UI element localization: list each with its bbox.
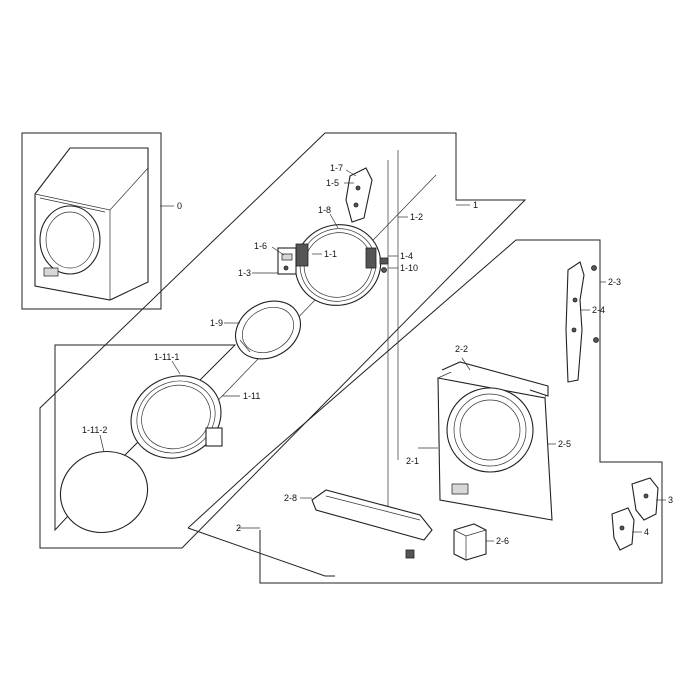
callout-0: 0 (177, 201, 182, 211)
washer-cabinet (34, 147, 149, 301)
callout-2-4: 2-4 (592, 305, 605, 315)
callout-1-4: 1-4 (400, 251, 413, 261)
callout-3: 3 (668, 495, 673, 505)
bracket-3 (631, 477, 659, 521)
door-cover-disc (59, 450, 149, 534)
box-0-outline (21, 132, 162, 310)
small-parts-1-4 (379, 257, 389, 273)
callout-1-10: 1-10 (400, 263, 418, 273)
small-nut (405, 549, 415, 559)
door-outer-ring (130, 375, 223, 459)
cover-block (453, 523, 487, 561)
callout-1-8: 1-8 (318, 205, 331, 215)
callout-2-3: 2-3 (608, 277, 621, 287)
callout-1-3: 1-3 (238, 268, 251, 278)
hinge-bracket (345, 167, 373, 223)
group-1-outline (39, 132, 527, 549)
callout-1-9: 1-9 (210, 318, 223, 328)
door-glass (235, 300, 301, 360)
callout-1-2: 1-2 (410, 212, 423, 222)
door-frame-ring (294, 224, 382, 306)
callout-2-6: 2-6 (496, 536, 509, 546)
callout-1-6: 1-6 (254, 241, 267, 251)
callout-1-11-1: 1-11-1 (154, 352, 179, 362)
callout-1-11-2: 1-11-2 (82, 425, 107, 435)
side-bracket (565, 261, 585, 383)
callout-1: 1 (473, 200, 478, 210)
bottom-bar (311, 489, 433, 541)
door-lock (277, 247, 297, 275)
callout-2: 2 (236, 523, 241, 533)
callout-2-2: 2-2 (455, 344, 468, 354)
callout-1-7: 1-7 (330, 163, 343, 173)
group-1-11-outline (54, 344, 237, 532)
callout-1-5: 1-5 (326, 178, 339, 188)
callout-2-8: 2-8 (284, 493, 297, 503)
bracket-4 (611, 507, 635, 551)
callout-2-1: 2-1 (406, 456, 419, 466)
front-panel (437, 367, 553, 521)
callout-2-5: 2-5 (558, 439, 571, 449)
group-2-inner-line (187, 527, 335, 577)
callout-labels: 0 1 1-2 1-3 1-4 1-5 1-6 1-7 1-8 1-9 1-10… (82, 163, 673, 546)
top-bar (441, 361, 549, 397)
group-outlines (21, 132, 663, 584)
leader-lines (99, 169, 666, 542)
callout-4: 4 (644, 527, 649, 537)
screws-2-3 (591, 265, 599, 343)
callout-1-11: 1-11 (243, 391, 260, 401)
group-2-outline (187, 239, 663, 584)
callout-1-1: 1-1 (324, 249, 337, 259)
